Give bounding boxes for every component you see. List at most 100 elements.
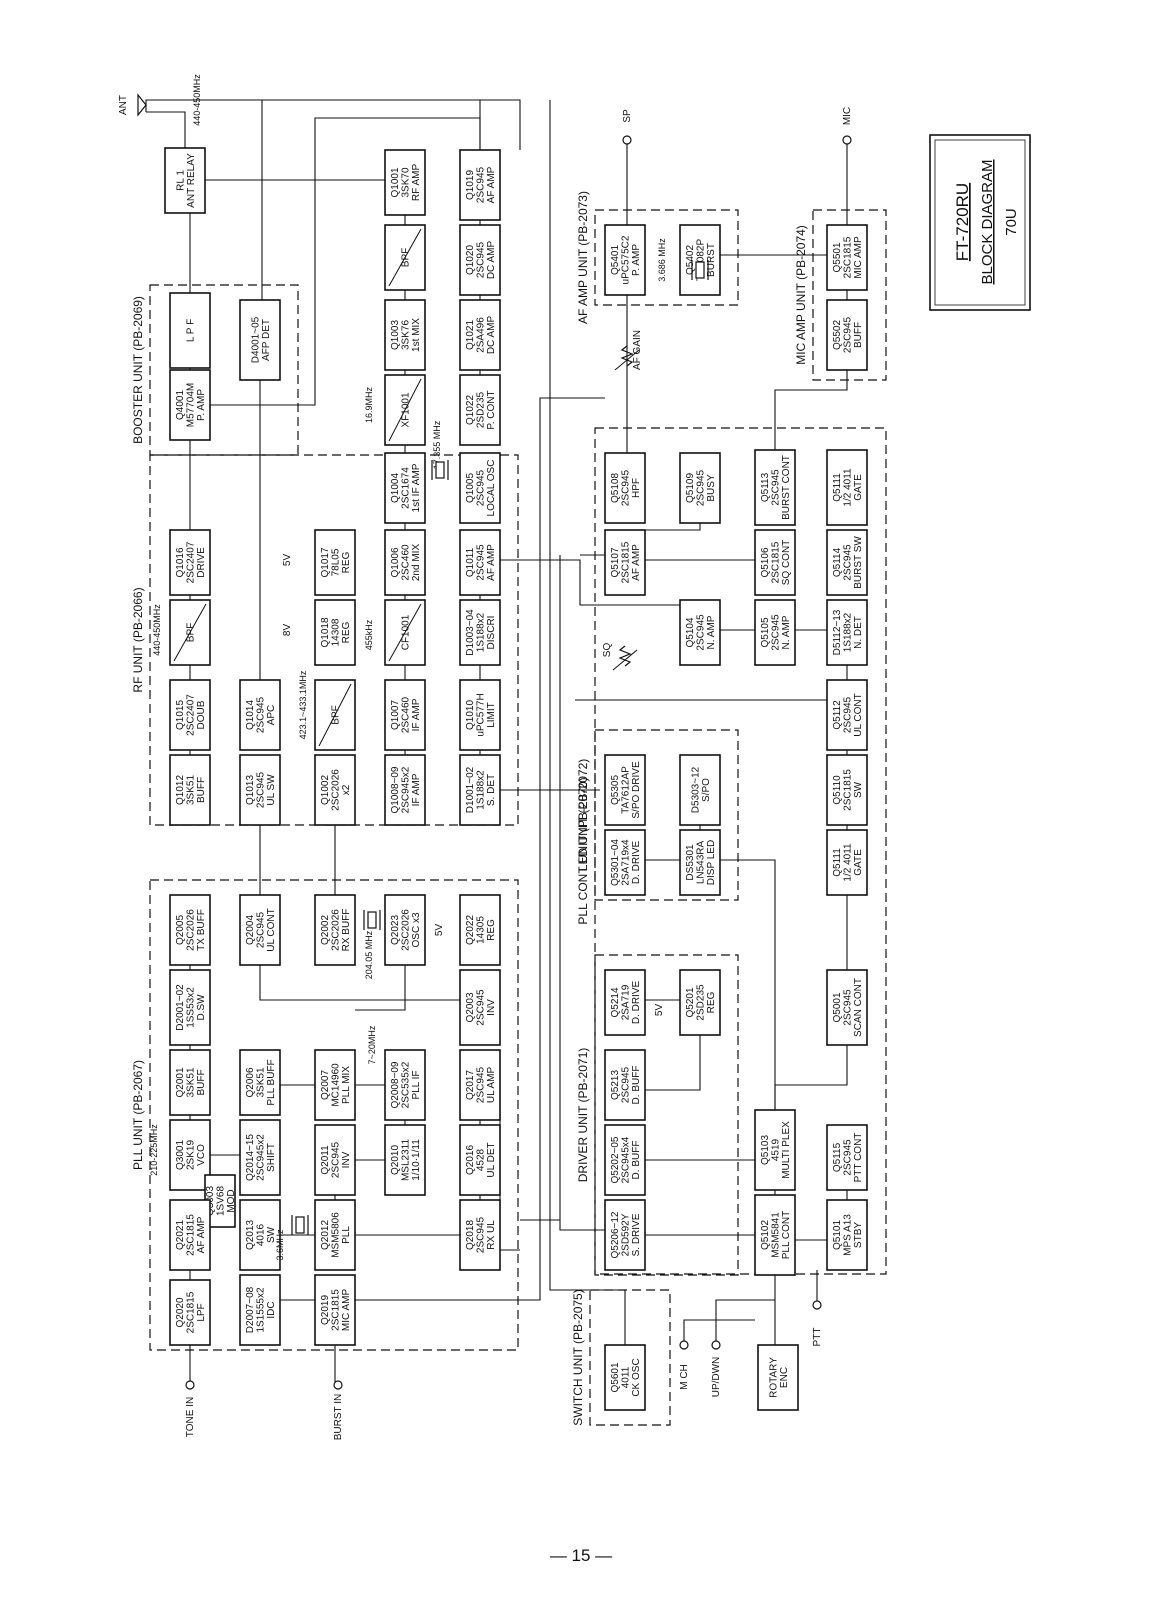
block-label: 3SK51 [256, 1067, 267, 1097]
wire [355, 965, 406, 1011]
block-outline [169, 1199, 211, 1271]
wire [549, 100, 626, 1345]
block-label: Q2008~09 [390, 1061, 401, 1108]
block-outline [314, 679, 356, 751]
block-label: DOUB [196, 700, 207, 729]
unit-label: PLL UNIT (PB-2067) [131, 1060, 145, 1170]
block-label: DRIVE [196, 547, 207, 578]
unit-label: PLL CONT UNIT (PB-2070) [576, 777, 590, 924]
wire [774, 370, 848, 450]
block-label: uPC577H [476, 693, 487, 736]
block-outline [679, 969, 721, 1036]
crystal-icon [363, 910, 381, 930]
block-label: MOD [226, 1189, 237, 1212]
block-outline [459, 1199, 501, 1271]
block-outline [826, 969, 868, 1046]
block-label: CK OSC [631, 1358, 642, 1396]
block-label: Q1010 [465, 700, 476, 730]
block-label: 1S188x2 [843, 612, 854, 652]
block-label: 2SC945 [621, 469, 632, 506]
block-label: DC AMP [486, 316, 497, 355]
block-label: D. BUFF [631, 1066, 642, 1105]
block-outline [459, 374, 501, 446]
block-label: Q2020 [175, 1297, 186, 1327]
block-label: Q2005 [175, 915, 186, 945]
block-label: 2SA719x4 [621, 839, 632, 886]
block-label: 2SC945x2 [401, 766, 412, 813]
block-label: UL SW [266, 774, 277, 806]
block-outline [604, 1124, 646, 1196]
unit-boundary: PLL UNIT (PB-2067) [131, 879, 519, 1351]
frequency-label: 210-225MHz [149, 1124, 159, 1176]
block-label: HPF [631, 478, 642, 498]
terminal-label: BURST IN [333, 1394, 344, 1441]
block-label: 4519 [771, 1138, 782, 1161]
wire [774, 1045, 848, 1110]
block-label: Q2010 [390, 1145, 401, 1175]
block-label: 2SC945 [696, 614, 707, 651]
unit-outline [594, 427, 887, 1275]
terminal-ptt: PTT [812, 1300, 823, 1346]
block-outline [754, 449, 796, 526]
frequency-label: 3.6MHz [275, 1229, 285, 1261]
block-label: N. AMP [781, 615, 792, 649]
block-label: Q5110 [832, 775, 843, 805]
block-label: RL 1 [175, 170, 186, 191]
block-label: Q2012 [320, 1220, 331, 1250]
unit-boundary: MIC AMP UNIT (PB-2074) [794, 209, 887, 381]
block-outline [169, 369, 211, 441]
block-label: 2SC1674 [401, 467, 412, 509]
block-label: Q5001 [832, 992, 843, 1022]
block-label: REG [486, 919, 497, 941]
block-label: 2SC945 [476, 989, 487, 1026]
block-outline [459, 754, 501, 826]
block-label: Q5206~12 [610, 1211, 621, 1258]
title-block-diagram: BLOCK DIAGRAM [979, 159, 996, 284]
block-outline [604, 754, 646, 826]
block-label: D. DRIVE [631, 981, 642, 1025]
block-label: REG [341, 551, 352, 573]
block-outline [459, 894, 501, 966]
block-label: LIMIT [486, 702, 497, 728]
block-label: D5303~12 [690, 766, 701, 813]
block-outline [239, 894, 281, 966]
block-label: N. AMP [706, 615, 717, 649]
block-label: Q2006 [245, 1067, 256, 1097]
wire [259, 397, 605, 1345]
block-label: D5112~13 [832, 609, 843, 655]
block-outline [679, 599, 721, 666]
block-bpf2: BPF [169, 599, 211, 666]
unit-outline [812, 209, 887, 381]
unit-outline [594, 729, 739, 901]
unit-boundaries: BOOSTER UNIT (PB-2069)RF UNIT (PB-2066)P… [131, 191, 887, 1426]
block-label: PLL CONT [781, 1211, 792, 1260]
wire [262, 99, 521, 150]
wire [720, 859, 776, 1110]
terminal-circle-icon [622, 135, 632, 145]
block-label: LOCAL OSC [486, 460, 497, 517]
block-label: Q5107 [610, 547, 621, 577]
terminal-circle-icon [842, 135, 852, 145]
block-label: 2SD235 [476, 391, 487, 428]
block-label: 2SC945 [843, 544, 854, 581]
crystal-icon [291, 1215, 309, 1235]
block-outline [314, 1274, 356, 1346]
crystal-icon [431, 460, 449, 480]
